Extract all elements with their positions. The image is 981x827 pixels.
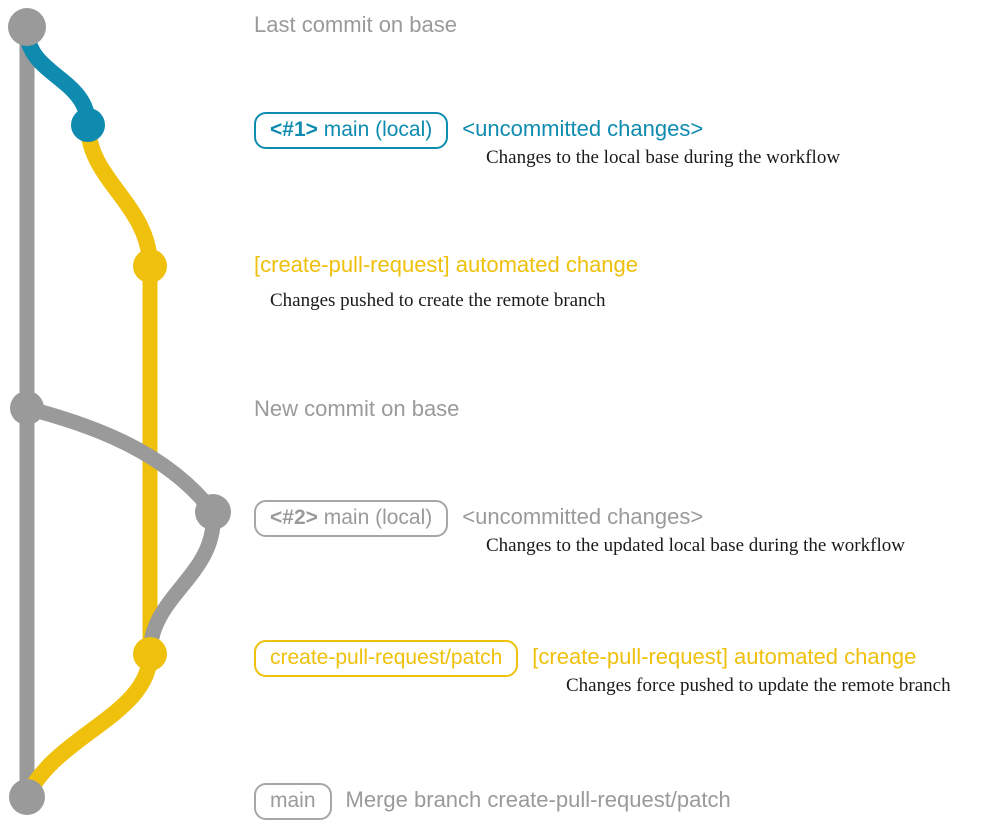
commit-subject: Merge branch create-pull-request/patch bbox=[345, 787, 731, 812]
branch-line-local-1 bbox=[19, 22, 96, 133]
row-automated-change-update: create-pull-request/patch [create-pull-r… bbox=[254, 640, 916, 677]
node-base-new[interactable] bbox=[10, 391, 44, 425]
commit-subject: <uncommitted changes> bbox=[462, 116, 704, 141]
branch-badge-main-local-2[interactable]: <#2> main (local) bbox=[254, 500, 449, 537]
commit-subject: New commit on base bbox=[254, 396, 460, 421]
node-local-2[interactable] bbox=[195, 494, 231, 530]
branch-line-local-2-to-remote bbox=[142, 504, 221, 662]
commit-description: Changes force pushed to update the remot… bbox=[566, 675, 951, 696]
commit-subject: <uncommitted changes> bbox=[462, 504, 704, 529]
commit-subject: Last commit on base bbox=[254, 12, 457, 37]
commit-description: Changes to the local base during the wor… bbox=[486, 147, 841, 168]
branch-line-remote-create bbox=[80, 117, 158, 274]
badge-prefix: <#2> bbox=[270, 506, 324, 529]
row-last-commit-on-base: Last commit on base bbox=[254, 14, 457, 36]
branch-badge-create-pull-request-patch[interactable]: create-pull-request/patch bbox=[254, 640, 519, 677]
branch-badge-main-local-1[interactable]: <#1> main (local) bbox=[254, 112, 449, 149]
row-new-commit-on-base: New commit on base bbox=[254, 398, 459, 420]
commit-subject: [create-pull-request] automated change bbox=[254, 252, 639, 277]
row-automated-change-create: [create-pull-request] automated change bbox=[254, 254, 638, 276]
commit-description: Changes to the updated local base during… bbox=[486, 535, 905, 556]
branch-line-merge-back bbox=[19, 646, 158, 805]
badge-name: main (local) bbox=[323, 118, 433, 141]
node-base-head[interactable] bbox=[8, 8, 46, 46]
badge-prefix: <#1> bbox=[270, 118, 324, 141]
row-local-change-2: <#2> main (local) <uncommitted changes> bbox=[254, 500, 703, 537]
badge-name: main bbox=[270, 789, 316, 812]
badge-name: main (local) bbox=[323, 506, 433, 529]
node-remote-2[interactable] bbox=[133, 637, 167, 671]
row-local-change-1: <#1> main (local) <uncommitted changes> bbox=[254, 112, 703, 149]
node-local-1[interactable] bbox=[71, 108, 105, 142]
branch-line-local-2 bbox=[19, 400, 221, 520]
node-merge[interactable] bbox=[9, 779, 45, 815]
row-merge-commit: main Merge branch create-pull-request/pa… bbox=[254, 783, 731, 820]
branch-badge-main[interactable]: main bbox=[254, 783, 332, 820]
commit-subject: [create-pull-request] automated change bbox=[532, 644, 917, 669]
commit-description: Changes pushed to create the remote bran… bbox=[270, 290, 606, 311]
badge-name: create-pull-request/patch bbox=[270, 646, 503, 669]
node-remote-1[interactable] bbox=[133, 249, 167, 283]
